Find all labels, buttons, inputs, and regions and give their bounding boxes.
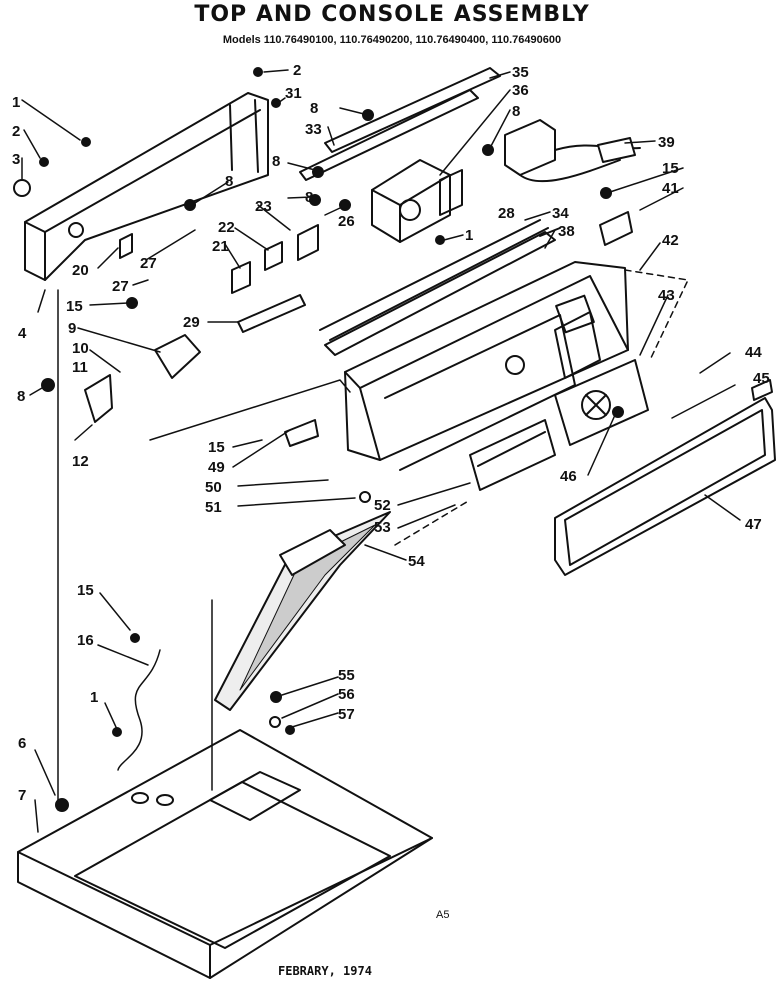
label-43: 43	[658, 287, 675, 304]
label-38: 38	[558, 223, 575, 240]
label-35: 35	[512, 64, 529, 81]
timer-motor-block	[371, 159, 463, 243]
front-bezel-strip	[319, 219, 556, 356]
label-52: 52	[374, 497, 391, 514]
label-20: 20	[72, 262, 89, 279]
label-22: 22	[218, 219, 235, 236]
label-16: 16	[77, 632, 94, 649]
label-15: 15	[77, 582, 94, 599]
label-2: 2	[12, 123, 20, 140]
model-numbers: Models 110.76490100, 110.76490200, 110.7…	[222, 34, 562, 46]
guide-lines	[57, 269, 689, 811]
label-57: 57	[338, 706, 355, 723]
label-12: 12	[72, 453, 89, 470]
page-code: A5	[436, 909, 449, 921]
label-8: 8	[512, 103, 520, 120]
label-7: 7	[18, 787, 26, 804]
small-brackets	[84, 211, 773, 576]
switch-harness	[504, 119, 641, 183]
label-15: 15	[208, 439, 225, 456]
console-trim	[554, 397, 776, 576]
label-31: 31	[285, 85, 302, 102]
label-8: 8	[310, 100, 318, 117]
label-2: 2	[293, 62, 301, 79]
label-8: 8	[17, 388, 25, 405]
label-29: 29	[183, 314, 200, 331]
label-8: 8	[305, 189, 313, 206]
label-55: 55	[338, 667, 355, 684]
label-11: 11	[72, 359, 88, 376]
label-3: 3	[12, 151, 20, 168]
label-42: 42	[662, 232, 679, 249]
label-21: 21	[212, 238, 229, 255]
hardware-parts	[13, 67, 624, 812]
label-45: 45	[753, 370, 770, 387]
label-36: 36	[512, 82, 529, 99]
label-15: 15	[66, 298, 83, 315]
label-4: 4	[18, 325, 27, 342]
label-34: 34	[552, 205, 569, 222]
label-23: 23	[255, 198, 272, 215]
wire-lead	[117, 649, 161, 771]
diagram-title: TOP AND CONSOLE ASSEMBLY	[194, 2, 590, 27]
label-10: 10	[72, 340, 89, 357]
revision-date: FEBRARY, 1974	[278, 964, 372, 978]
label-44: 44	[745, 344, 762, 361]
dryer-top-cover	[17, 729, 433, 979]
label-8: 8	[272, 153, 280, 170]
label-54: 54	[408, 553, 425, 570]
lower-console-panel	[469, 419, 556, 491]
label-1: 1	[12, 94, 20, 111]
dial-plate	[554, 359, 649, 446]
leader-lines	[21, 69, 741, 833]
label-15: 15	[662, 160, 679, 177]
label-46: 46	[560, 468, 577, 485]
upper-bracket-strip	[299, 67, 501, 181]
label-27: 27	[140, 255, 157, 272]
label-41: 41	[662, 180, 679, 197]
label-51: 51	[205, 499, 222, 516]
label-50: 50	[205, 479, 222, 496]
label-56: 56	[338, 686, 355, 703]
label-33: 33	[305, 121, 322, 138]
label-6: 6	[18, 735, 26, 752]
part-labels: 1 2 3 4 2 31 8 33 35 36 8 39 15 41 8 8 2…	[12, 62, 770, 804]
label-1: 1	[90, 689, 98, 706]
label-28: 28	[498, 205, 515, 222]
lint-screen	[214, 511, 391, 711]
label-49: 49	[208, 459, 225, 476]
console-panel	[344, 261, 629, 471]
label-39: 39	[658, 134, 675, 151]
label-1: 1	[465, 227, 473, 244]
label-47: 47	[745, 516, 762, 533]
label-9: 9	[68, 320, 76, 337]
label-8: 8	[225, 173, 233, 190]
label-27: 27	[112, 278, 129, 295]
label-26: 26	[338, 213, 355, 230]
top-rear-panel	[24, 92, 269, 281]
label-53: 53	[374, 519, 391, 536]
